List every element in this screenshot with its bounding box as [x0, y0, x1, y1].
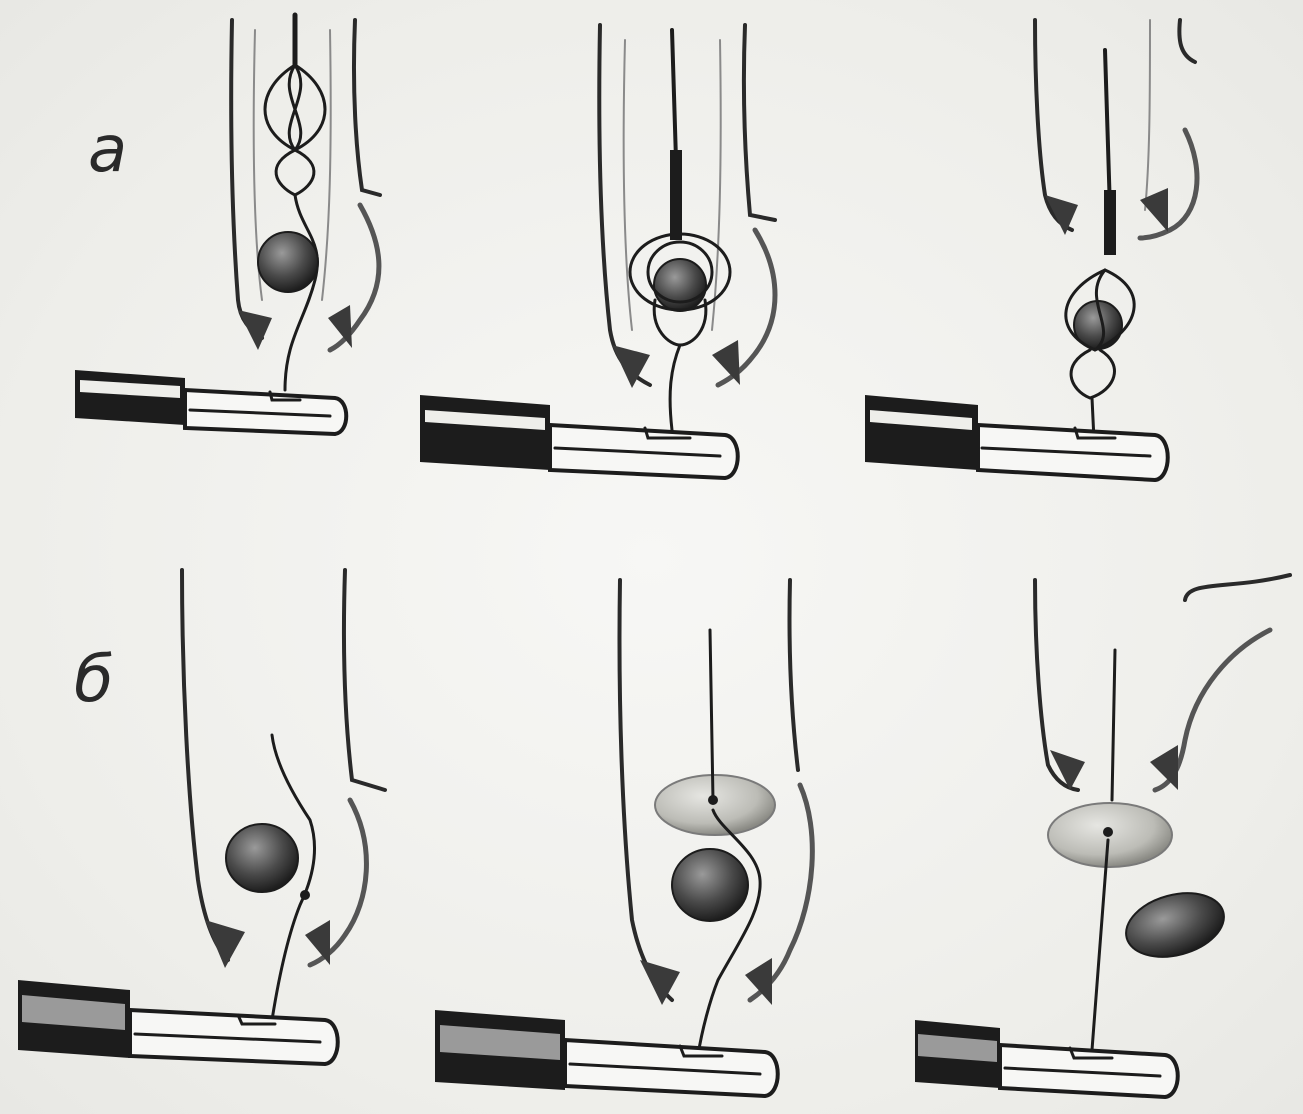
ureter-wall-right — [1179, 20, 1195, 62]
balloon-inflated — [655, 775, 775, 835]
scope-sheath-dark — [865, 395, 978, 470]
row-label-b: б — [74, 648, 113, 712]
stone — [672, 849, 748, 921]
ureter-inner-right — [712, 40, 721, 330]
stone — [258, 232, 318, 292]
orifice-left-shade — [238, 310, 272, 350]
scope-sheath-dark — [420, 395, 550, 470]
panel-a2 — [420, 25, 775, 478]
ureter-wall-right — [344, 570, 385, 790]
orifice-right-shade — [305, 920, 330, 965]
scope-sheath-dark — [75, 370, 185, 425]
orifice-left-shade — [1050, 750, 1085, 790]
ureter-wall-right — [1185, 575, 1290, 600]
catheter — [1092, 840, 1108, 1050]
basket-wire — [1105, 50, 1110, 210]
basket-collar — [1104, 190, 1116, 255]
ureter-wall-left — [182, 570, 228, 960]
basket-loop — [1071, 350, 1114, 398]
orifice-left-shade — [205, 920, 245, 968]
ureter-inner-left — [624, 40, 632, 330]
basket-shaft — [670, 345, 680, 430]
catheter — [1112, 650, 1115, 800]
panel-b3 — [915, 575, 1290, 1097]
ureter-wall-right — [354, 20, 380, 195]
catheter-tip — [300, 890, 310, 900]
stone — [226, 824, 298, 892]
panel-a1 — [75, 15, 380, 434]
panel-a3 — [865, 20, 1197, 480]
ureter-wall-right — [789, 580, 798, 770]
catheter — [698, 810, 760, 1055]
ureter-inner-right — [1145, 20, 1150, 210]
row-label-a: а — [88, 118, 127, 182]
orifice-left-shade — [640, 960, 680, 1005]
ureter-wall-left — [231, 20, 262, 338]
panel-b2 — [435, 580, 812, 1096]
catheter-tip — [1103, 827, 1113, 837]
basket-loop — [276, 150, 314, 195]
ureter-inner-right — [322, 30, 331, 300]
ureter-wall-right — [744, 25, 775, 220]
basket-collar — [670, 150, 682, 240]
stone — [1119, 883, 1231, 967]
basket-wire — [672, 30, 676, 160]
